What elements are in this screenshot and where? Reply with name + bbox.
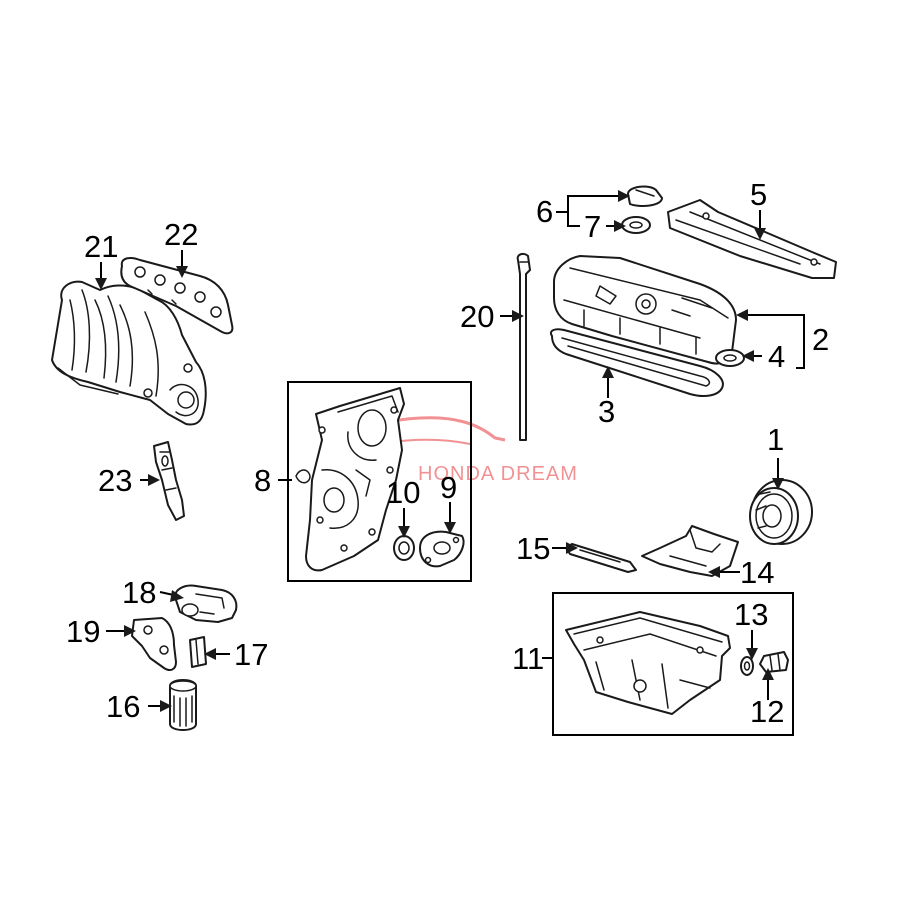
timing-chain-cover-part <box>295 387 405 572</box>
oil-strainer-part <box>641 525 739 577</box>
callout-10[interactable]: 10 <box>386 475 420 510</box>
callout-22[interactable]: 22 <box>164 217 198 252</box>
callout-16[interactable]: 16 <box>106 689 140 724</box>
callout-17[interactable]: 17 <box>234 637 268 672</box>
oil-pump-part <box>419 530 465 568</box>
callout-21[interactable]: 21 <box>84 229 118 264</box>
oil-pressure-switch-part <box>189 636 207 668</box>
callout-12[interactable]: 12 <box>750 694 784 729</box>
callout-4[interactable]: 4 <box>768 339 785 374</box>
callout-1[interactable]: 1 <box>767 422 784 457</box>
filler-cap-seal-part <box>621 216 651 234</box>
callout-6[interactable]: 6 <box>536 194 553 229</box>
intake-manifold-part <box>51 280 207 426</box>
callout-13[interactable]: 13 <box>734 597 768 632</box>
callout-3[interactable]: 3 <box>598 394 615 429</box>
callout-2[interactable]: 2 <box>812 322 829 357</box>
oil-filter-part <box>169 679 197 731</box>
arrowheads <box>95 190 784 712</box>
callout-9[interactable]: 9 <box>440 470 457 505</box>
callout-11[interactable]: 11 <box>512 641 544 676</box>
callout-23[interactable]: 23 <box>98 463 132 498</box>
callout-7[interactable]: 7 <box>584 209 601 244</box>
callout-18[interactable]: 18 <box>122 575 156 610</box>
callout-5[interactable]: 5 <box>750 177 767 212</box>
head-cover-gasket-part <box>550 328 724 397</box>
callout-20[interactable]: 20 <box>460 299 494 334</box>
oil-filler-cap-part <box>627 185 663 207</box>
callout-15[interactable]: 15 <box>516 531 550 566</box>
callout-8[interactable]: 8 <box>254 463 271 498</box>
callout-labels: 1 2 3 4 5 6 7 8 9 10 11 12 13 14 15 16 1… <box>66 177 829 729</box>
oil-filter-housing-part <box>174 584 238 623</box>
oil-pan-group-frame <box>552 592 794 736</box>
drain-washer-part <box>740 656 754 676</box>
watermark-text: HONDA DREAM <box>418 463 578 485</box>
crankshaft-pulley-part <box>749 479 813 545</box>
callout-14[interactable]: 14 <box>740 555 774 590</box>
callout-19[interactable]: 19 <box>66 614 100 649</box>
timing-cover-group-frame <box>287 381 472 582</box>
cover-grommet-part <box>715 349 745 367</box>
manifold-bracket-part <box>153 441 185 521</box>
dipstick-part <box>516 252 531 441</box>
crank-oil-seal-part <box>393 535 415 561</box>
oil-pan-part <box>565 611 731 715</box>
manifold-gasket-part <box>120 257 234 335</box>
oil-housing-gasket-part <box>131 617 177 671</box>
engine-cover-part <box>667 199 837 279</box>
drain-bolt-part <box>759 651 789 673</box>
